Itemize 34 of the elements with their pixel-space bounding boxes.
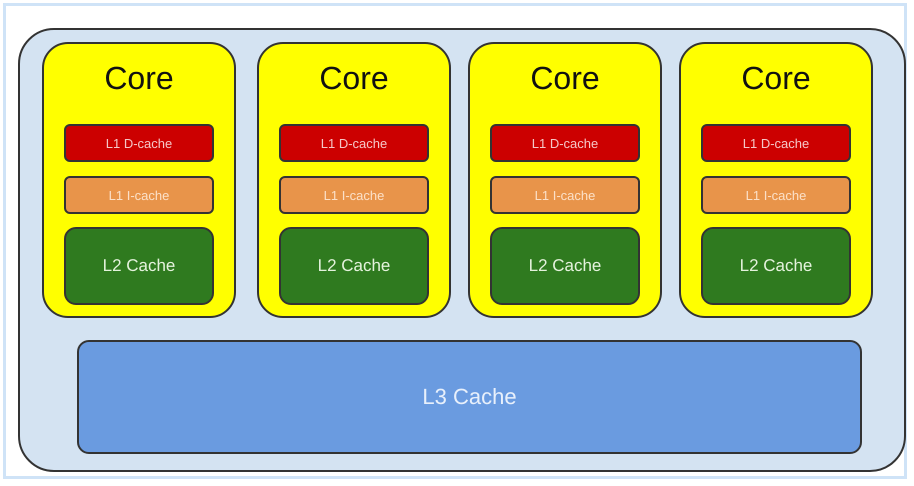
core-label: Core [741, 60, 811, 97]
cache-label: L1 I-cache [324, 188, 384, 202]
cache-box [490, 176, 640, 214]
cache-box [279, 124, 429, 162]
cache-label: L1 D-cache [532, 136, 598, 150]
cache-label: L2 Cache [528, 256, 602, 276]
cache-label: L1 I-cache [534, 188, 596, 202]
cache-box [490, 227, 640, 305]
cache-label: L1 D-cache [106, 136, 172, 150]
cache-label: L1 I-cache [746, 188, 806, 202]
cache-box [64, 176, 214, 214]
cache-label: L1 I-cache [108, 188, 170, 202]
core-label: Core [319, 60, 389, 97]
core-label: Core [530, 60, 600, 97]
core-box [42, 42, 236, 318]
cache-box [701, 227, 851, 305]
core-box [468, 42, 662, 318]
cache-label: L3 Cache [422, 384, 517, 410]
cache-label: L2 Cache [102, 256, 176, 276]
core-box [679, 42, 873, 318]
cache-box [64, 227, 214, 305]
core-label: Core [104, 60, 174, 97]
cache-box [64, 124, 214, 162]
cache-box [279, 227, 429, 305]
cache-box [279, 176, 429, 214]
cache-box [701, 176, 851, 214]
cache-label: L1 D-cache [320, 136, 388, 150]
cache-label: L2 Cache [740, 256, 812, 276]
cache-label: L2 Cache [318, 256, 390, 276]
cache-box [490, 124, 640, 162]
cache-box [701, 124, 851, 162]
cache-label: L1 D-cache [742, 136, 810, 150]
core-box [257, 42, 451, 318]
cache-box [77, 340, 862, 454]
